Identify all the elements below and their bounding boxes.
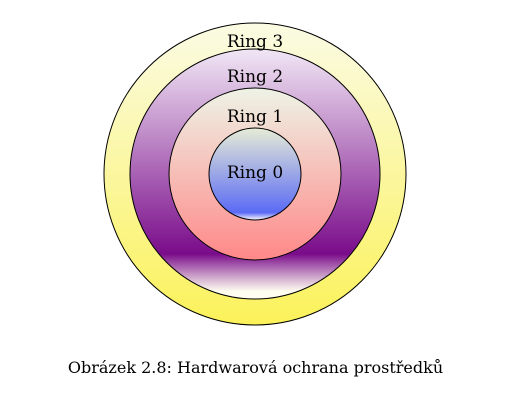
ring-3-label: Ring 3 — [227, 32, 283, 52]
figure-caption: Obrázek 2.8: Hardwarová ochrana prostřed… — [67, 358, 444, 377]
ring-1-label: Ring 1 — [227, 107, 283, 127]
ring-0-label: Ring 0 — [227, 163, 283, 183]
ring-0-circle — [208, 127, 302, 221]
protection-rings-diagram: Ring 3 Ring 2 Ring 1 Ring 0 — [103, 22, 407, 326]
ring-2-label: Ring 2 — [227, 67, 283, 87]
